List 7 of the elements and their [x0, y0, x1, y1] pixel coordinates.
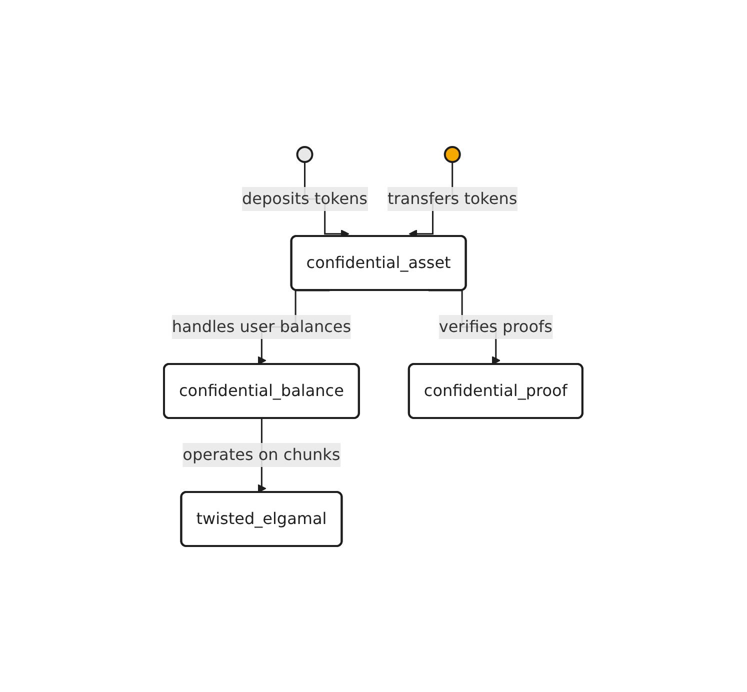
edge-label: transfers tokens — [388, 188, 518, 208]
node-person — [444, 146, 462, 162]
edge-label: operates on chunks — [182, 444, 341, 464]
node-person — [296, 146, 314, 162]
edge-label: handles user balances — [172, 316, 352, 336]
edge-label: deposits tokens — [242, 188, 368, 208]
edge-label: verifies proofs — [439, 316, 553, 336]
